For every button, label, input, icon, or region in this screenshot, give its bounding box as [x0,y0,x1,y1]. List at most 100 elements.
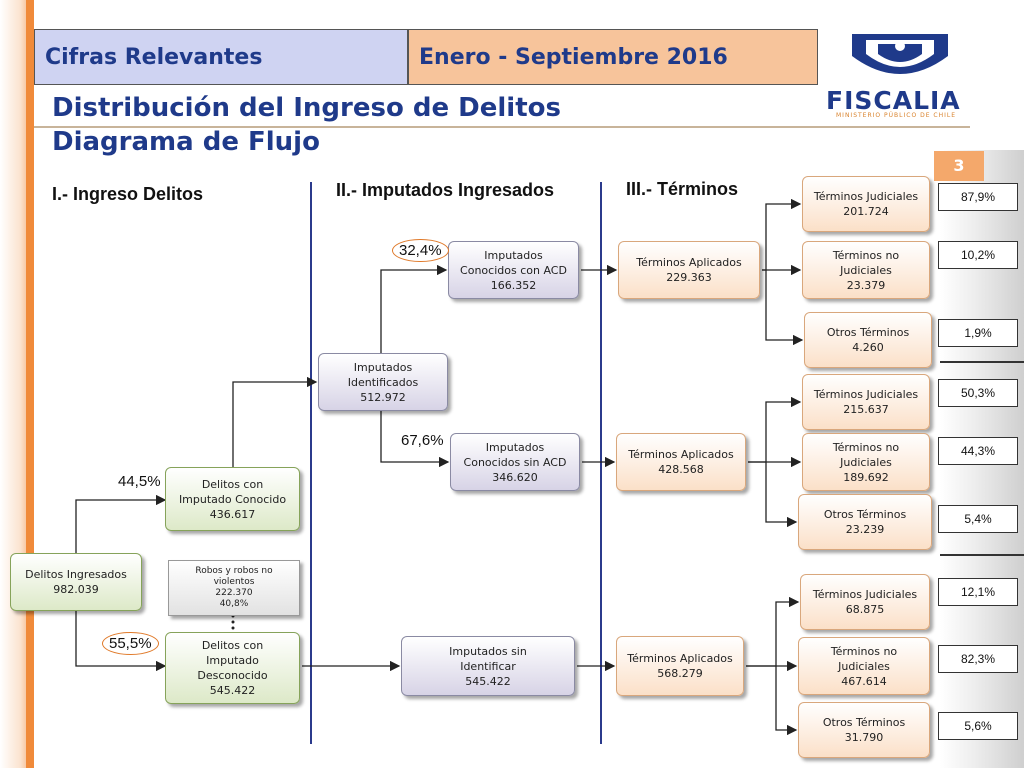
node-label: Imputado [206,654,259,667]
pct-g1-judiciales: 87,9% [938,183,1018,211]
node-label: Términos no [832,440,900,454]
node-label: Términos no [830,644,898,658]
node-value: 23.239 [845,523,885,536]
node-label: Robos y robos no [195,566,273,576]
header-right-text: Enero - Septiembre 2016 [419,45,728,70]
node-value: 545.422 [465,674,511,688]
node-label: Imputados [485,440,545,454]
node-g1-terminos-judiciales: Términos Judiciales 201.724 [802,176,930,232]
node-value: 201.724 [843,205,889,218]
node-value: 436.617 [209,507,256,521]
pct-g3-judiciales: 12,1% [938,578,1018,606]
node-value: 512.972 [360,390,406,404]
node-label: Conocidos sin ACD [463,455,567,469]
node-g2-terminos-no-judiciales: Términos no Judiciales 189.692 [802,433,930,491]
fiscalia-logo-icon [852,34,948,74]
node-imputados-sin-acd: Imputados Conocidos sin ACD 346.620 [450,433,580,491]
node-label: Imputados [353,360,413,374]
node-value: 545.422 [209,684,256,697]
pct-g2-no-judiciales: 44,3% [938,437,1018,465]
left-decorative-stripe [0,0,34,768]
node-g2-terminos-judiciales: Términos Judiciales 215.637 [802,374,930,430]
section-terminos: III.- Términos [626,179,739,199]
node-terminos-aplicados-3: Términos Aplicados 568.279 [616,636,744,696]
pct-g2-otros: 5,4% [938,505,1018,533]
node-imputados-con-acd: Imputados Conocidos con ACD 166.352 [448,241,579,299]
header-right-panel: Enero - Septiembre 2016 [408,29,818,85]
node-label: Conocidos con ACD [460,263,567,277]
node-label: Identificados [347,375,419,389]
title-underline [34,126,970,128]
node-label: Judiciales [838,659,890,673]
pct-con-acd: 32,4% [392,239,449,262]
node-g1-otros-terminos: Otros Términos 4.260 [804,312,932,368]
node-value: 189.692 [843,470,889,484]
node-value: 982.039 [53,583,99,596]
page-number: 3 [934,151,984,181]
node-label: Judiciales [840,455,892,469]
node-g3-terminos-no-judiciales: Términos no Judiciales 467.614 [798,637,930,695]
pct-g3-no-judiciales: 82,3% [938,645,1018,673]
pct-g1-no-judiciales: 10,2% [938,241,1018,269]
node-g3-terminos-judiciales: Términos Judiciales 68.875 [800,574,930,630]
node-value: 428.568 [658,463,704,476]
node-terminos-aplicados-1: Términos Aplicados 229.363 [618,241,760,299]
node-label: Imputados sin [449,644,527,658]
node-g2-otros-terminos: Otros Términos 23.239 [798,494,932,550]
node-label: Términos Aplicados [627,652,733,665]
pct-g2-judiciales: 50,3% [938,379,1018,407]
page-subtitle: Diagrama de Flujo [52,127,320,157]
node-value: 229.363 [666,271,712,284]
node-robos: Robos y robos no violentos 222.370 40,8% [168,560,300,616]
node-value: 215.637 [843,403,889,416]
node-label: Delitos con [201,477,264,491]
pct-desconocido: 55,5% [102,632,159,655]
section-imputados-ingresados: II.- Imputados Ingresados [336,180,555,200]
node-label: Otros Términos [823,508,907,521]
column-separator-2 [600,182,602,744]
node-delitos-imputado-conocido: Delitos con Imputado Conocido 436.617 [165,467,300,531]
node-g3-otros-terminos: Otros Términos 31.790 [798,702,930,758]
node-label: Términos Judiciales [813,190,919,203]
node-label: Delitos Ingresados [25,568,127,581]
node-value: 31.790 [844,731,884,744]
fiscalia-logo-text: FISCALIA [826,86,961,115]
fiscalia-logo-subtitle: MINISTERIO PÚBLICO DE CHILE [836,112,957,119]
node-value: 467.614 [841,674,887,688]
node-value: 23.379 [846,278,886,292]
section-ingreso-delitos: I.- Ingreso Delitos [52,184,204,204]
node-value: 222.370 [215,588,253,598]
node-label: violentos [213,577,255,587]
column-separator-1 [310,182,312,744]
pct-conocido: 44,5% [118,473,161,490]
node-label: Términos Judiciales [813,388,919,401]
node-label: Términos Judiciales [812,588,918,601]
node-label: Términos Aplicados [636,256,742,269]
node-label: Identificar [460,659,516,673]
node-imputados-sin-identificar: Imputados sin Identificar 545.422 [401,636,575,696]
node-label: Términos Aplicados [628,448,734,461]
node-label: Delitos con [201,639,264,652]
node-delitos-ingresados: Delitos Ingresados 982.039 [10,553,142,611]
node-terminos-aplicados-2: Términos Aplicados 428.568 [616,433,746,491]
node-value: 166.352 [490,278,537,292]
page-title: Distribución del Ingreso de Delitos [52,93,561,123]
node-label: Términos no [832,248,900,262]
pct-g3-otros: 5,6% [938,712,1018,740]
header-left-panel: Cifras Relevantes [34,29,408,85]
node-percentage: 40,8% [219,599,249,609]
header-left-text: Cifras Relevantes [45,45,263,70]
node-label: Imputados [484,248,543,262]
node-value: 68.875 [845,603,885,616]
pct-g1-otros: 1,9% [938,319,1018,347]
node-value: 568.279 [657,667,703,680]
group-divider-2 [940,554,1024,556]
node-label: Imputado Conocido [178,492,287,506]
node-label: Otros Términos [826,326,910,339]
node-label: Otros Términos [822,716,906,729]
node-delitos-imputado-desconocido: Delitos con Imputado Desconocido 545.422 [165,632,300,704]
pct-sin-acd: 67,6% [401,432,444,449]
node-label: Desconocido [197,669,268,682]
node-value: 346.620 [492,470,538,484]
